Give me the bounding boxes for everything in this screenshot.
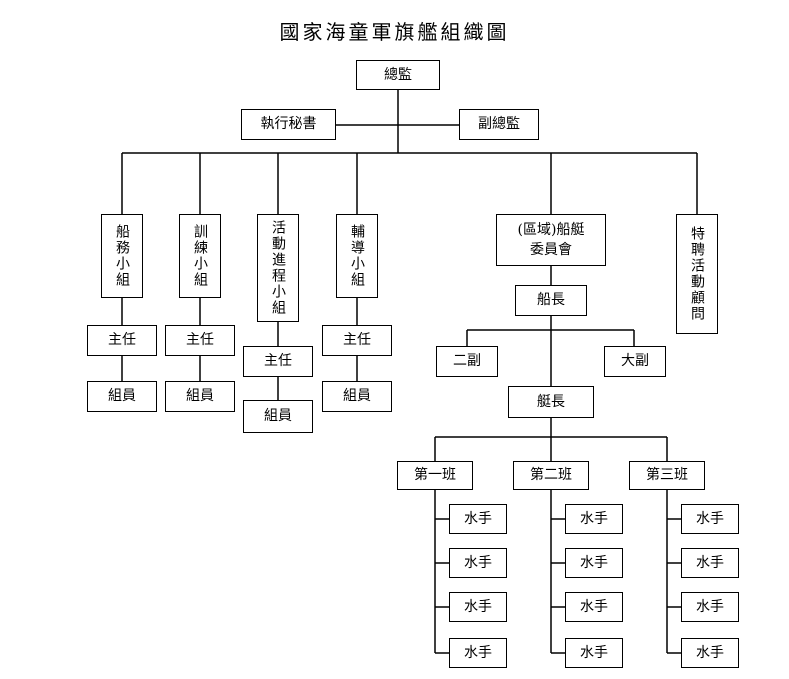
- node-sailor[interactable]: 水手: [449, 504, 507, 534]
- node-sailor[interactable]: 水手: [565, 504, 623, 534]
- node-special-advisor[interactable]: 特聘活動顧問: [676, 214, 718, 334]
- node-sailor[interactable]: 水手: [565, 638, 623, 668]
- node-member[interactable]: 組員: [243, 400, 313, 433]
- node-sailor[interactable]: 水手: [681, 638, 739, 668]
- node-squad-2[interactable]: 第二班: [513, 461, 589, 490]
- node-squad-3[interactable]: 第三班: [629, 461, 705, 490]
- node-boat-leader[interactable]: 艇長: [508, 386, 594, 418]
- node-member[interactable]: 組員: [322, 381, 392, 412]
- node-sailor[interactable]: 水手: [565, 592, 623, 622]
- node-supervisor[interactable]: 主任: [165, 325, 235, 356]
- chart-title: 國家海童軍旗艦組織圖: [279, 20, 510, 44]
- node-boat-committee[interactable]: (區域)船艇委員會: [496, 214, 606, 266]
- node-sailor[interactable]: 水手: [449, 548, 507, 578]
- node-captain[interactable]: 船長: [515, 285, 587, 316]
- node-exec-secretary[interactable]: 執行秘書: [241, 109, 336, 140]
- node-ship-affairs-group[interactable]: 船務小組: [101, 214, 143, 298]
- node-member[interactable]: 組員: [165, 381, 235, 412]
- node-member[interactable]: 組員: [87, 381, 157, 412]
- node-activity-progress-group[interactable]: 活動進程小組: [257, 214, 299, 322]
- node-squad-1[interactable]: 第一班: [397, 461, 473, 490]
- node-sailor[interactable]: 水手: [449, 592, 507, 622]
- node-sailor[interactable]: 水手: [681, 504, 739, 534]
- node-deputy-director[interactable]: 副總監: [459, 109, 539, 140]
- node-second-mate[interactable]: 二副: [436, 346, 498, 377]
- node-supervisor[interactable]: 主任: [243, 346, 313, 377]
- node-supervisor[interactable]: 主任: [322, 325, 392, 356]
- node-training-group[interactable]: 訓練小組: [179, 214, 221, 298]
- node-guidance-group[interactable]: 輔導小組: [336, 214, 378, 298]
- node-sailor[interactable]: 水手: [681, 592, 739, 622]
- node-supervisor[interactable]: 主任: [87, 325, 157, 356]
- node-sailor[interactable]: 水手: [565, 548, 623, 578]
- node-director[interactable]: 總監: [356, 60, 440, 90]
- node-sailor[interactable]: 水手: [681, 548, 739, 578]
- node-sailor[interactable]: 水手: [449, 638, 507, 668]
- node-first-mate[interactable]: 大副: [604, 346, 666, 377]
